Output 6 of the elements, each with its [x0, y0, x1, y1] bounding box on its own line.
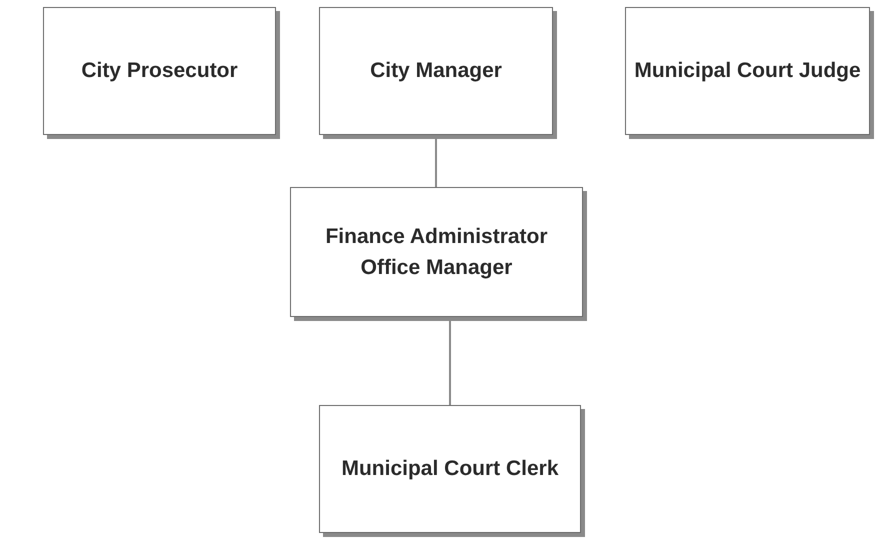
position-title: Office Manager — [360, 255, 514, 281]
position-title: City Prosecutor — [80, 58, 239, 84]
position-title: Municipal Court Clerk — [340, 456, 560, 482]
position-title: City Manager — [369, 58, 503, 84]
position-title: Finance Administrator — [324, 224, 549, 250]
position-title: Municipal Court Judge — [633, 58, 862, 84]
